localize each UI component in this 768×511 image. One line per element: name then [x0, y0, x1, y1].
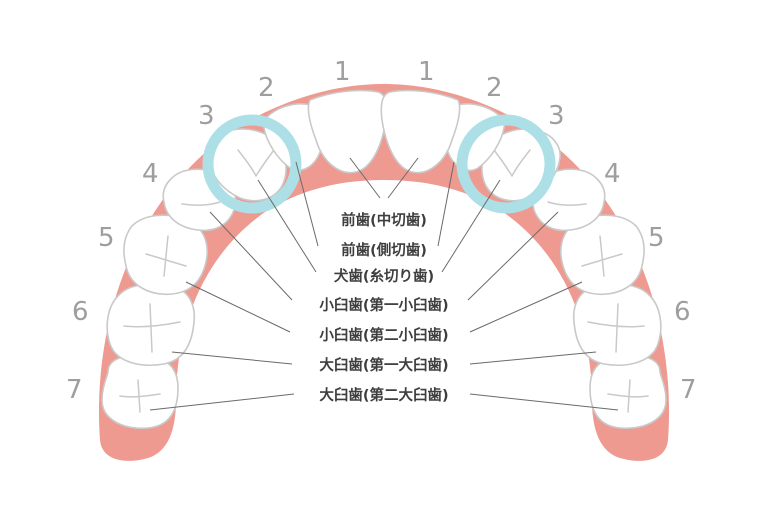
tooth-number-left-6: 6 — [72, 297, 89, 327]
tooth-groove — [123, 303, 181, 353]
tooth-left-7 — [101, 354, 179, 430]
tooth-number-left-1: 1 — [334, 57, 351, 87]
leader-lines-left — [149, 157, 381, 411]
tooth-groove — [581, 235, 623, 277]
tooth-number-left-5: 5 — [98, 223, 115, 253]
leader-line-5-left — [185, 281, 291, 333]
tooth-right-7 — [589, 354, 667, 430]
tooth-number-right-4: 4 — [604, 159, 621, 189]
tooth-number-right-2: 2 — [486, 73, 503, 103]
tooth-number-right-5: 5 — [648, 223, 665, 253]
leader-line-1-left — [349, 157, 381, 199]
tooth-icon — [589, 354, 667, 430]
tooth-number-left-2: 2 — [258, 73, 275, 103]
leader-line-4-right — [467, 211, 559, 301]
tooth-number-left-7: 7 — [66, 375, 83, 405]
tooth-icon — [380, 89, 461, 174]
leader-line-7-left — [149, 393, 295, 411]
tooth-number-left-4: 4 — [142, 159, 159, 189]
leader-line-7-right — [469, 393, 619, 411]
label-canine: 犬歯(糸切り歯) — [334, 267, 434, 285]
tooth-groove — [181, 201, 221, 207]
leader-line-5-right — [469, 281, 583, 333]
tooth-icon — [101, 354, 179, 430]
label-first-premolar: 小臼歯(第一小臼歯) — [319, 296, 448, 314]
tooth-right-5 — [560, 214, 645, 296]
label-lateral-incisor: 前歯(側切歯) — [341, 241, 427, 259]
tooth-number-right-3: 3 — [548, 101, 565, 131]
leader-line-6-right — [469, 351, 597, 365]
tooth-number-right-6: 6 — [674, 297, 691, 327]
leader-line-4-left — [209, 211, 293, 301]
leader-line-2-right — [437, 161, 455, 247]
tooth-groove — [119, 379, 161, 413]
tooth-groove — [237, 149, 275, 177]
highlight-ring-icon-left — [202, 114, 302, 214]
leader-line-2-left — [295, 161, 319, 247]
tooth-groove — [587, 303, 645, 353]
leader-line-1-right — [387, 157, 419, 199]
label-second-molar: 大臼歯(第二大臼歯) — [319, 386, 448, 404]
tooth-groove — [607, 379, 649, 413]
label-central-incisor: 前歯(中切歯) — [341, 211, 427, 229]
tooth-icon — [307, 89, 388, 174]
label-second-premolar: 小臼歯(第二小臼歯) — [319, 326, 448, 344]
tooth-groove — [547, 201, 587, 207]
tooth-left-1 — [307, 89, 388, 174]
tooth-groove — [493, 149, 531, 177]
leader-line-6-left — [171, 351, 293, 365]
tooth-number-right-1: 1 — [418, 57, 435, 87]
tooth-number-left-3: 3 — [198, 101, 215, 131]
tooth-number-right-7: 7 — [680, 375, 697, 405]
leader-lines-right — [387, 157, 619, 411]
leader-line-3-left — [257, 179, 317, 273]
leader-line-3-right — [441, 179, 501, 273]
tooth-right-1 — [380, 89, 461, 174]
tooth-groove — [145, 235, 187, 277]
highlight-ring-icon-right — [456, 114, 556, 214]
label-first-molar: 大臼歯(第一大臼歯) — [319, 356, 448, 374]
